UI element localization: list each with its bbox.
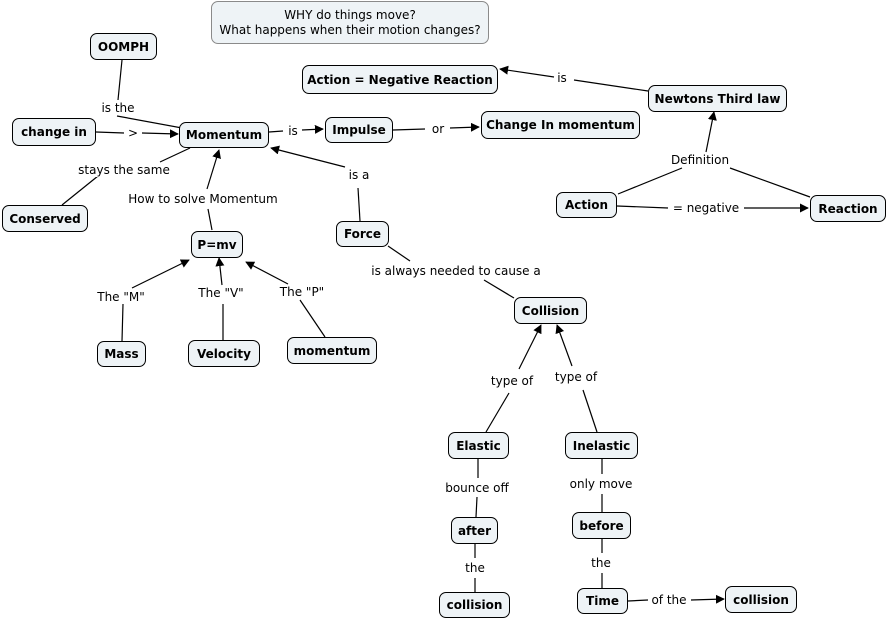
label-the-after: the bbox=[463, 561, 487, 575]
label-is-impulse: is bbox=[286, 124, 300, 138]
label-is-the: is the bbox=[99, 101, 137, 115]
node-collision[interactable]: Collision bbox=[514, 297, 587, 324]
label-the-before: the bbox=[589, 556, 613, 570]
link-force-collision bbox=[387, 245, 411, 262]
node-p-mv[interactable]: P=mv bbox=[191, 231, 243, 258]
link-oomph-momentum bbox=[117, 59, 123, 101]
label-the-m: The "M" bbox=[95, 290, 147, 304]
node-time[interactable]: Time bbox=[577, 588, 628, 614]
label-bounce-off: bounce off bbox=[443, 481, 511, 495]
label-only-move: only move bbox=[567, 477, 635, 491]
link-pmv-momentum-2 bbox=[206, 149, 221, 190]
link-momp-pmv bbox=[299, 299, 326, 338]
node-conserved[interactable]: Conserved bbox=[2, 205, 88, 232]
link-inelastic-collision bbox=[582, 389, 598, 433]
node-force[interactable]: Force bbox=[336, 221, 389, 247]
node-before[interactable]: before bbox=[572, 512, 631, 539]
title-box: WHY do things move? What happens when th… bbox=[211, 1, 489, 44]
label-always-needed: is always needed to cause a bbox=[369, 264, 543, 278]
node-after[interactable]: after bbox=[451, 517, 498, 544]
link-newtons-anr bbox=[573, 79, 649, 92]
node-collision-time[interactable]: collision bbox=[725, 586, 797, 613]
link-force-momentum bbox=[357, 187, 361, 222]
link-elastic-after-2 bbox=[475, 496, 478, 518]
label-how-to-solve: How to solve Momentum bbox=[126, 192, 280, 206]
node-action[interactable]: Action bbox=[556, 192, 617, 218]
label-is-a: is a bbox=[346, 168, 372, 182]
link-velocity-pmv-2 bbox=[215, 257, 225, 286]
label-stays-the-same: stays the same bbox=[76, 163, 172, 177]
node-velocity[interactable]: Velocity bbox=[188, 340, 260, 367]
link-momp-pmv-2 bbox=[245, 261, 289, 285]
node-change-in-momentum[interactable]: Change In momentum bbox=[481, 111, 640, 139]
node-mass[interactable]: Mass bbox=[97, 341, 146, 367]
link-newtons-anr-2 bbox=[499, 65, 555, 78]
node-action-negative-reaction[interactable]: Action = Negative Reaction bbox=[302, 65, 498, 94]
link-inelastic-collision-2 bbox=[555, 324, 573, 367]
link-oomph-momentum-2 bbox=[116, 115, 183, 129]
link-action-reaction bbox=[616, 205, 669, 209]
label-the-p: The "P" bbox=[277, 285, 327, 299]
node-elastic[interactable]: Elastic bbox=[448, 432, 509, 459]
link-pmv-momentum bbox=[207, 208, 213, 231]
label-type-of-elastic: type of bbox=[488, 374, 536, 388]
link-momentum-impulse-2 bbox=[301, 124, 324, 134]
link-mass-pmv-2 bbox=[131, 259, 190, 289]
label-eq-negative: = negative bbox=[670, 201, 742, 215]
node-momentum-p[interactable]: momentum bbox=[287, 337, 377, 364]
node-oomph[interactable]: OOMPH bbox=[90, 33, 157, 60]
label-or: or bbox=[429, 122, 447, 136]
title-line-2: What happens when their motion changes? bbox=[219, 22, 481, 37]
link-action-def bbox=[617, 167, 683, 195]
link-force-collision-2 bbox=[483, 279, 515, 299]
link-time-collision-2 bbox=[690, 594, 725, 604]
link-momentum-conserved bbox=[159, 147, 191, 163]
link-reaction-def bbox=[729, 167, 811, 198]
link-momentum-conserved-2 bbox=[61, 175, 99, 206]
node-collision-elastic[interactable]: collision bbox=[439, 592, 510, 618]
link-momentum-impulse bbox=[268, 130, 284, 133]
link-impulse-change bbox=[392, 128, 426, 131]
link-changein-momentum-2 bbox=[141, 129, 179, 139]
label-definition: Definition bbox=[668, 153, 732, 167]
label-of-the: of the bbox=[649, 593, 689, 607]
node-momentum[interactable]: Momentum bbox=[179, 122, 269, 148]
label-arrow-gt: > bbox=[125, 126, 141, 140]
link-force-momentum-2 bbox=[270, 145, 346, 168]
link-changein-momentum bbox=[95, 131, 125, 134]
link-elastic-collision-2 bbox=[518, 324, 542, 370]
node-newtons-third-law[interactable]: Newtons Third law bbox=[648, 85, 787, 112]
label-type-of-inelastic: type of bbox=[552, 370, 600, 384]
link-elastic-collision bbox=[485, 392, 510, 433]
label-is-reaction: is bbox=[555, 71, 569, 85]
node-change-in[interactable]: change in bbox=[12, 118, 96, 146]
title-line-1: WHY do things move? bbox=[284, 7, 416, 22]
node-inelastic[interactable]: Inelastic bbox=[565, 432, 638, 459]
node-reaction[interactable]: Reaction bbox=[810, 195, 886, 222]
link-mass-pmv bbox=[121, 303, 124, 342]
link-impulse-change-2 bbox=[449, 122, 480, 132]
label-the-v: The "V" bbox=[196, 286, 246, 300]
link-def-newtons bbox=[705, 111, 717, 153]
link-time-collision bbox=[627, 599, 649, 602]
node-impulse[interactable]: Impulse bbox=[325, 117, 393, 143]
